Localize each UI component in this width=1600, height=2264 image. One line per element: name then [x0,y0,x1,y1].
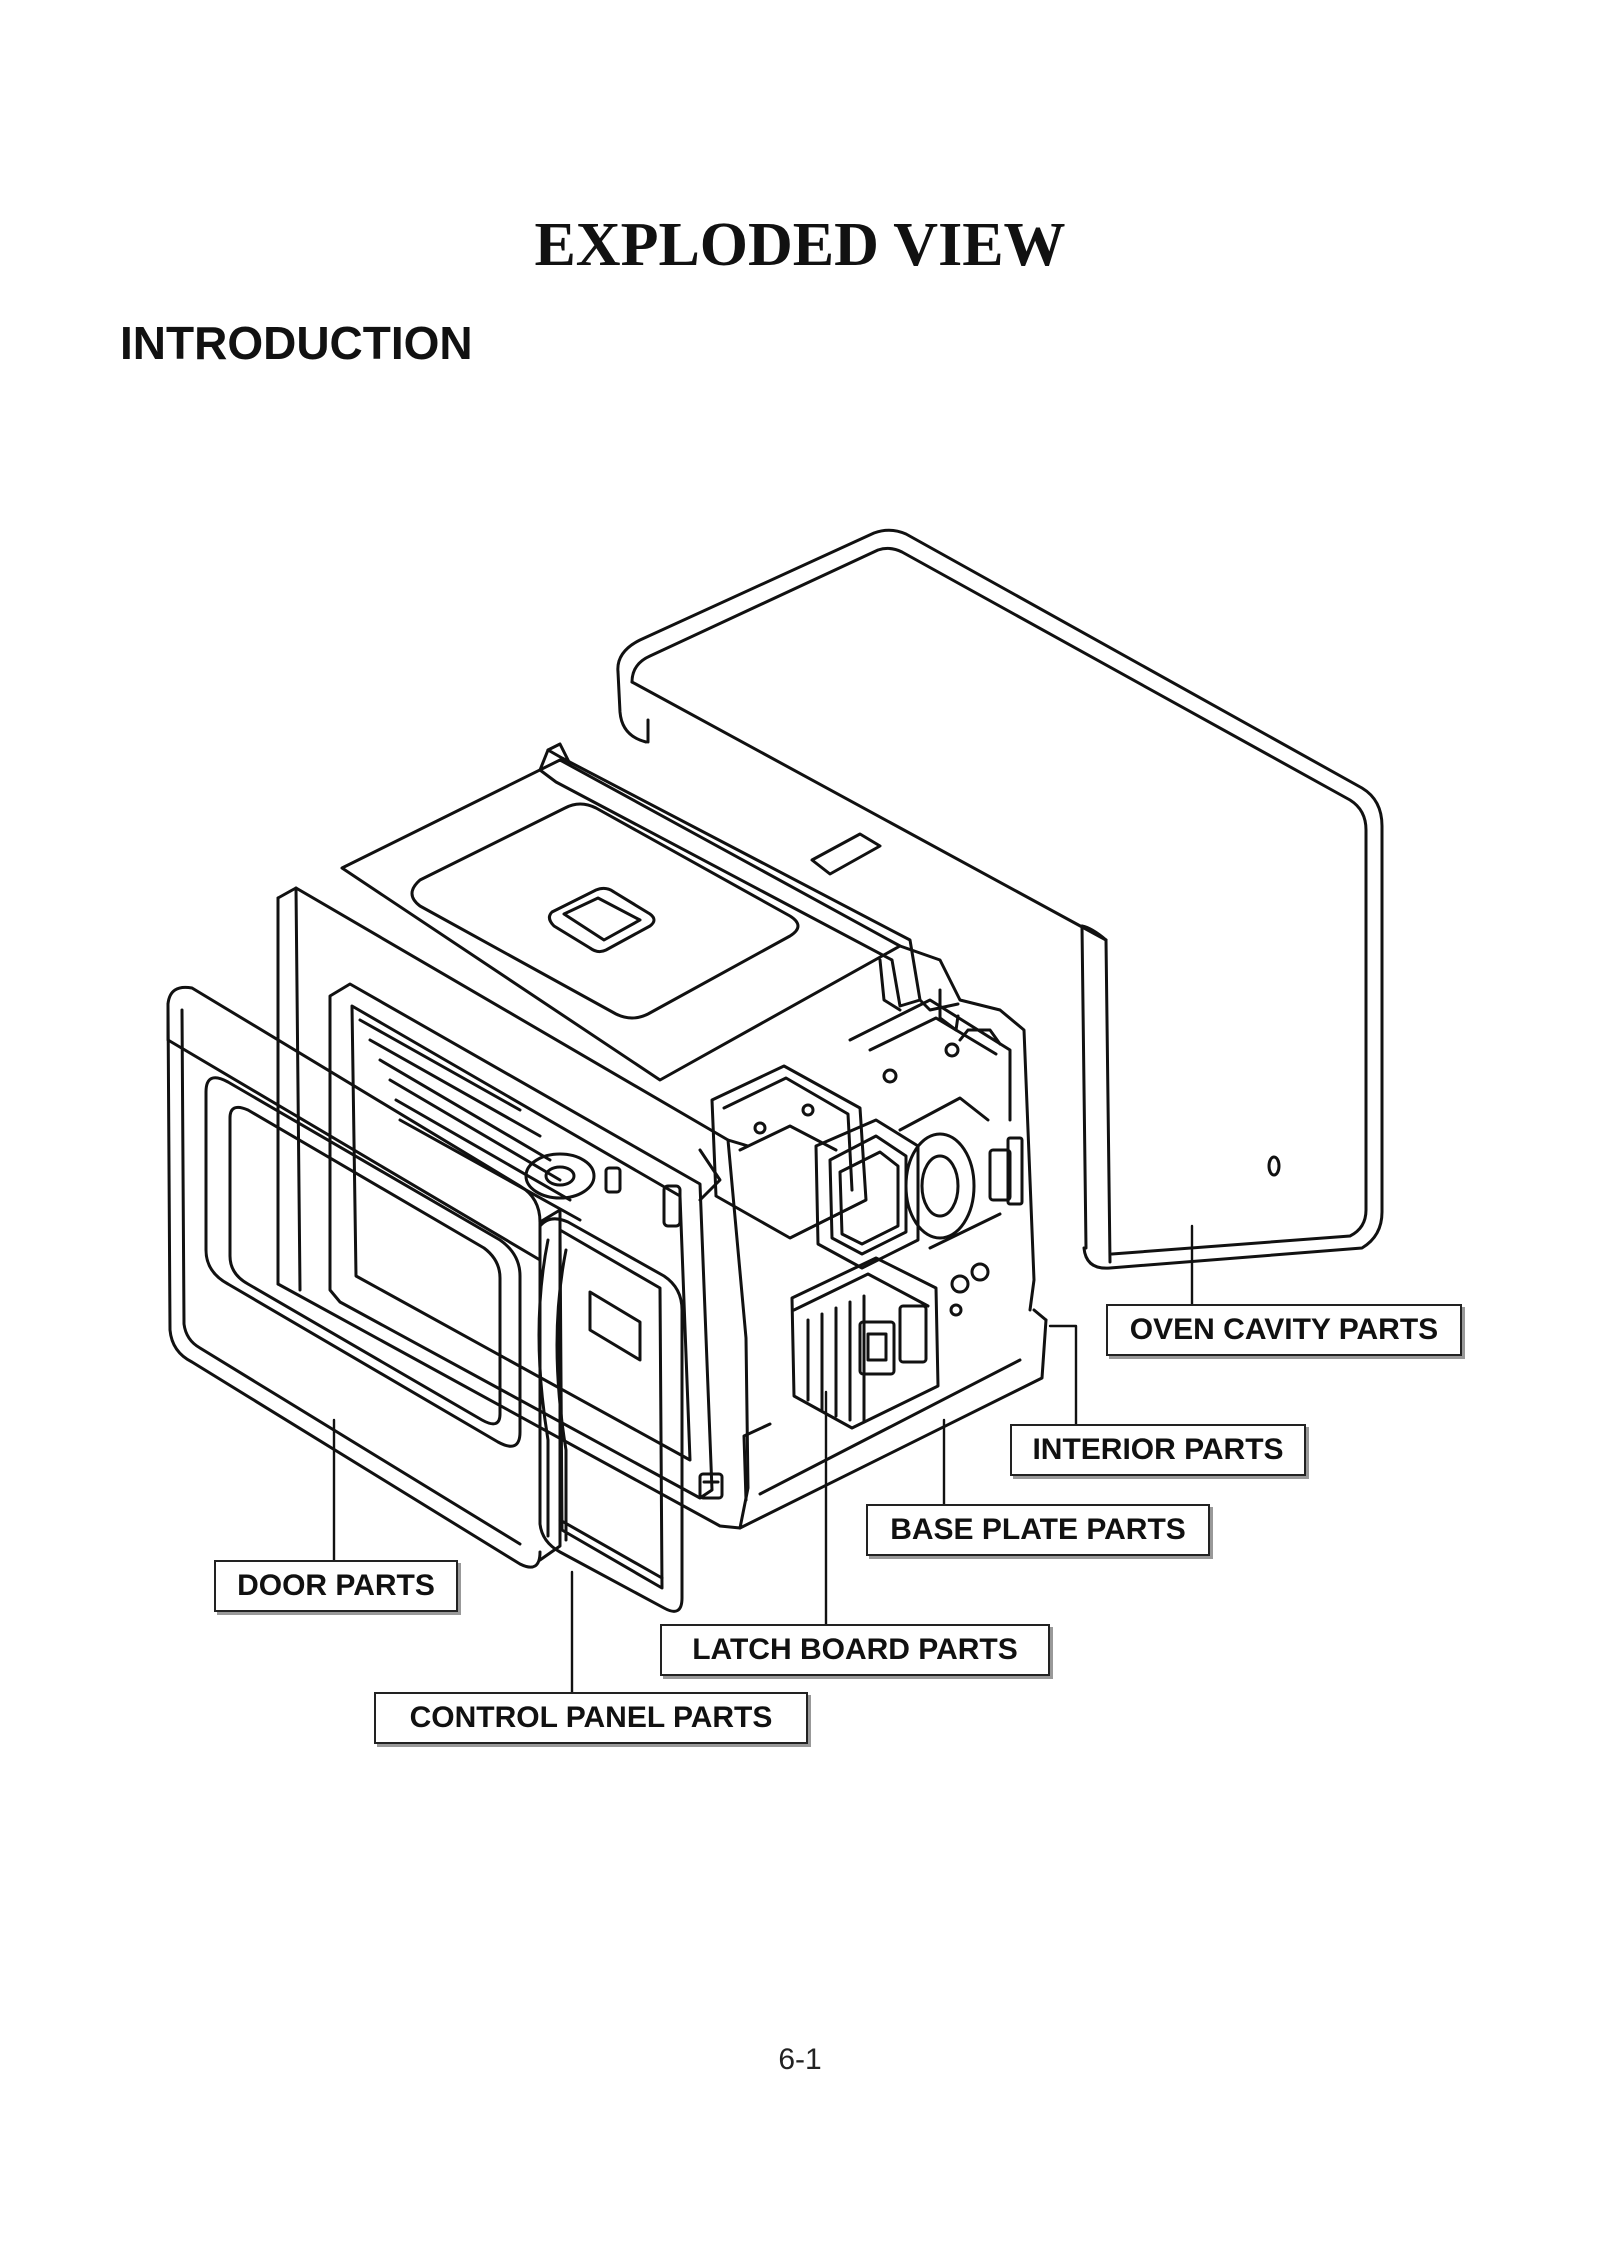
page-title: EXPLODED VIEW [534,211,1066,279]
leader-lines [332,1224,1194,1698]
callout-oven-cavity-parts: OVEN CAVITY PARTS [1106,1304,1462,1356]
section-heading: INTRODUCTION [120,317,473,369]
page-number: 6-1 [778,2043,822,2076]
callout-control-panel-parts: CONTROL PANEL PARTS [374,1692,808,1744]
outer-cabinet [616,528,1384,1270]
callout-door-parts: DOOR PARTS [214,1560,458,1612]
callout-interior-parts: INTERIOR PARTS [1010,1424,1306,1476]
door-assembly [166,985,562,1569]
interior-components [698,998,1024,1430]
callout-latch-board-parts: LATCH BOARD PARTS [660,1624,1050,1676]
control-panel-assembly [537,1217,684,1613]
callout-base-plate-parts: BASE PLATE PARTS [866,1504,1210,1556]
oven-chassis [276,742,1048,1530]
